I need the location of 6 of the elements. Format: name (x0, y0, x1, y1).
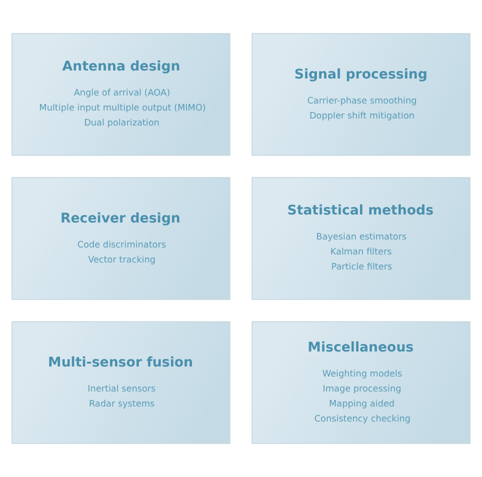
node-box: Signal processing Carrier-phase smoothing Doppler shift mitigation (252, 33, 470, 156)
node-box: Miscellaneous Weighting models Image processing Mapping aided Consistency checking (252, 321, 470, 444)
node-box: Statistical methods Bayesian estimators Kalman filters Particle filters (252, 177, 470, 300)
node-box: Multi-sensor fusion Inertial sensors Radar systems (12, 321, 230, 444)
node-box: Antenna design Angle of arrival (AOA) Multiple input multiple output (MIMO) Dual polarization (12, 33, 230, 156)
node-box: Receiver design Code discriminators Vector tracking (12, 177, 230, 300)
